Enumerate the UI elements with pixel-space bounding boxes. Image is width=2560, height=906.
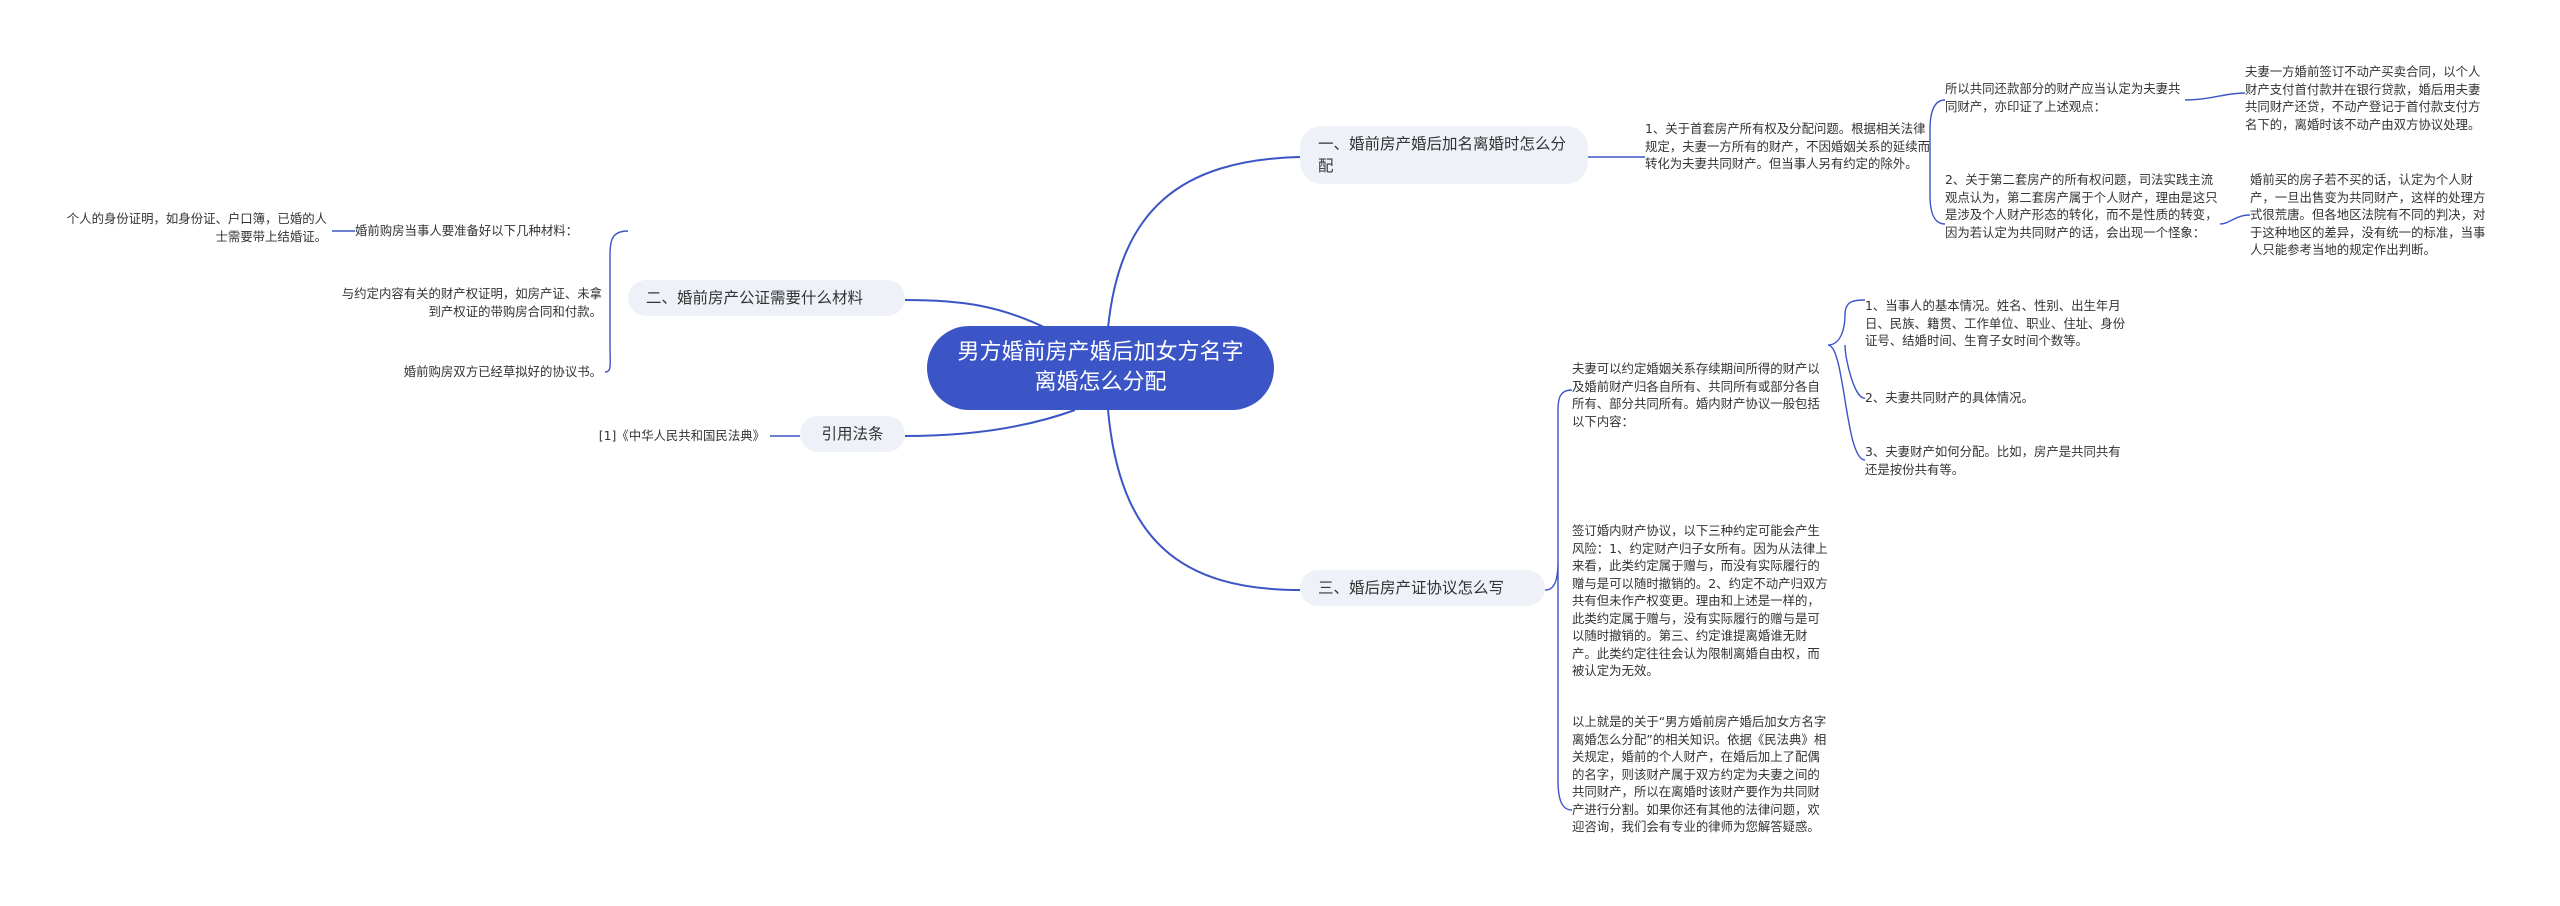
leaf-agreement-risks: 签订婚内财产协议，以下三种约定可能会产生风险：1、约定财产归子女所有。因为从法律…: [1572, 523, 1828, 678]
leaf-party-basic-info: 1、当事人的基本情况。姓名、性别、出生年月日、民族、籍贯、工作单位、职业、住址、…: [1865, 298, 2126, 348]
root-topic[interactable]: 男方婚前房产婚后加女方名字离婚怎么分配: [927, 326, 1274, 410]
link-root-b3: [904, 409, 1076, 437]
branch-cited-law[interactable]: 引用法条: [800, 416, 905, 452]
leaf-draft-agreement: 婚前购房双方已经草拟好的协议书。: [403, 364, 602, 379]
link-b1-c3-c3a: [2219, 214, 2251, 225]
leaf-first-house-ownership: 1、关于首套房产所有权及分配问题。根据相关法律规定，夫妻一方所有的财产，不因婚姻…: [1645, 121, 1930, 171]
leaf-joint-property-detail: 2、夫妻共同财产的具体情况。: [1865, 390, 2034, 405]
leaf-second-house-ownership: 2、关于第二套房产的所有权问题，司法实践主流观点认为，第二套房产属于个人财产，理…: [1945, 172, 2218, 240]
leaf-summary: 以上就是的关于“男方婚前房产婚后加女方名字离婚怎么分配”的相关知识。依据《民法典…: [1572, 714, 1827, 834]
link-b4-bracket: [1544, 389, 1573, 811]
link-b1-c2-c2a: [2184, 92, 2246, 101]
link-root-b2: [904, 299, 1051, 331]
leaf-civil-code: [1]《中华人民共和国民法典》: [598, 428, 765, 443]
leaf-materials-intro: 婚前购房当事人要准备好以下几种材料：: [355, 223, 579, 238]
link-root-b4: [1107, 409, 1301, 591]
branch-post-marriage-agreement[interactable]: 三、婚后房产证协议怎么写: [1300, 570, 1545, 606]
leaf-joint-repayment: 所以共同还款部分的财产应当认定为夫妻共同财产，亦印证了上述观点：: [1945, 81, 2181, 114]
link-root-b1: [1107, 156, 1301, 329]
leaf-house-sale-absurd: 婚前买的房子若不买的话，认定为个人财产，一旦出售变为共同财产，这样的处理方式很荒…: [2250, 172, 2486, 257]
link-b1-bracket: [1929, 99, 1946, 225]
branch-premarital-house-name-added[interactable]: 一、婚前房产婚后加名离婚时怎么分配: [1300, 126, 1588, 184]
leaf-contract-before-marriage: 夫妻一方婚前签订不动产买卖合同，以个人财产支付首付款并在银行贷款，婚后用夫妻共同…: [2245, 64, 2481, 132]
leaf-identity-proof: 个人的身份证明，如身份证、户口簿，已婚的人士需要带上结婚证。: [66, 211, 327, 244]
leaf-property-proof: 与约定内容有关的财产权证明，如房产证、未拿到产权证的带购房合同和付款。: [341, 286, 602, 319]
link-b4-c1-bracket: [1827, 299, 1866, 461]
branch-notarization-materials[interactable]: 二、婚前房产公证需要什么材料: [628, 280, 905, 316]
link-b2-bracket: [604, 230, 629, 373]
leaf-property-distribution: 3、夫妻财产如何分配。比如，房产是共同共有还是按份共有等。: [1865, 444, 2121, 477]
leaf-agreement-contents: 夫妻可以约定婚姻关系存续期间所得的财产以及婚前财产归各自所有、共同所有或部分各自…: [1572, 361, 1820, 429]
